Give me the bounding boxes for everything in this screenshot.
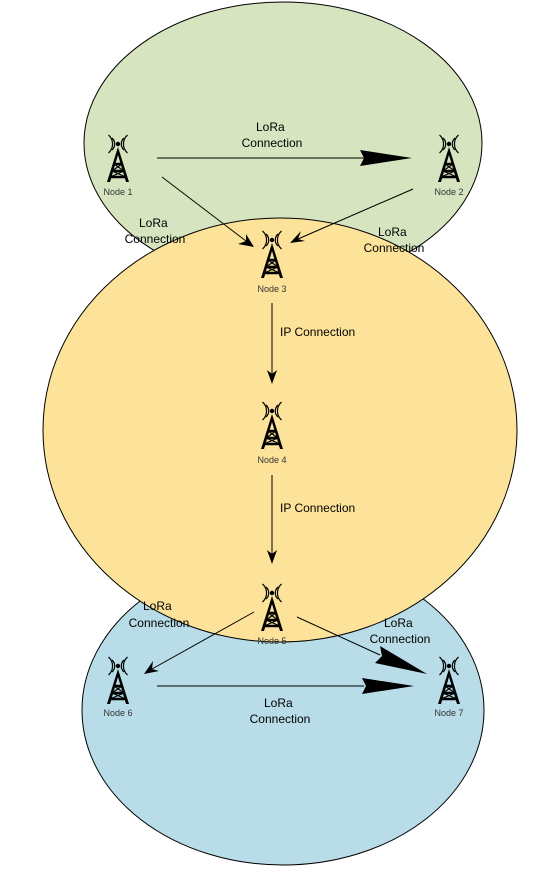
node-label: Node 2 — [434, 187, 463, 197]
node-label: Node 1 — [103, 187, 132, 197]
arrowhead — [238, 234, 254, 247]
edge-node1-to-node2: LoRa Connection — [157, 120, 412, 166]
edge-node6-to-node7: LoRa Connection — [157, 678, 414, 726]
node-3: Node 3 — [257, 229, 287, 294]
edge-label: LoRa Connection — [125, 216, 186, 246]
edge-node4-to-node5: IP Connection — [267, 475, 355, 564]
edge-label: IP Connection — [280, 325, 355, 339]
node-label: Node 3 — [257, 284, 286, 294]
edges: LoRa Connection LoRa Connection LoRa Con… — [125, 120, 431, 726]
node-label: Node 6 — [103, 708, 132, 718]
node-4: Node 4 — [257, 400, 287, 465]
arrowhead — [267, 370, 277, 384]
node-5: Node 5 — [257, 582, 287, 646]
edge-node1-to-node3: LoRa Connection — [125, 176, 254, 247]
edge-node3-to-node4: IP Connection — [267, 303, 355, 384]
edge-node5-to-node6: LoRa Connection — [129, 599, 255, 674]
arrowhead — [144, 661, 159, 674]
arrowhead — [290, 231, 305, 243]
edge-label: LoRa Connection — [242, 120, 303, 150]
arrowhead — [360, 150, 412, 166]
node-label: Node 4 — [257, 455, 286, 465]
arrowhead — [267, 550, 277, 564]
edge-label: LoRa Connection — [129, 599, 190, 630]
arrowhead — [375, 646, 427, 674]
edge-label: LoRa Connection — [250, 696, 311, 726]
arrowhead — [362, 678, 414, 694]
node-label: Node 5 — [257, 636, 286, 646]
edge-label: LoRa Connection — [364, 225, 425, 255]
node-6: Node 6 — [103, 655, 133, 718]
node-1: Node 1 — [103, 133, 133, 197]
node-2: Node 2 — [434, 133, 464, 197]
edge-node2-to-node3: LoRa Connection — [290, 188, 425, 255]
edge-label: IP Connection — [280, 501, 355, 515]
middle-zone — [42, 217, 518, 643]
node-7: Node 7 — [434, 655, 464, 718]
node-label: Node 7 — [434, 708, 463, 718]
edge-label: LoRa Connection — [370, 616, 431, 646]
nodes: Node 1 Node 2 Node 3 Node 4 Node 5 Node … — [103, 133, 464, 718]
edge-node5-to-node7: LoRa Connection — [296, 616, 431, 674]
